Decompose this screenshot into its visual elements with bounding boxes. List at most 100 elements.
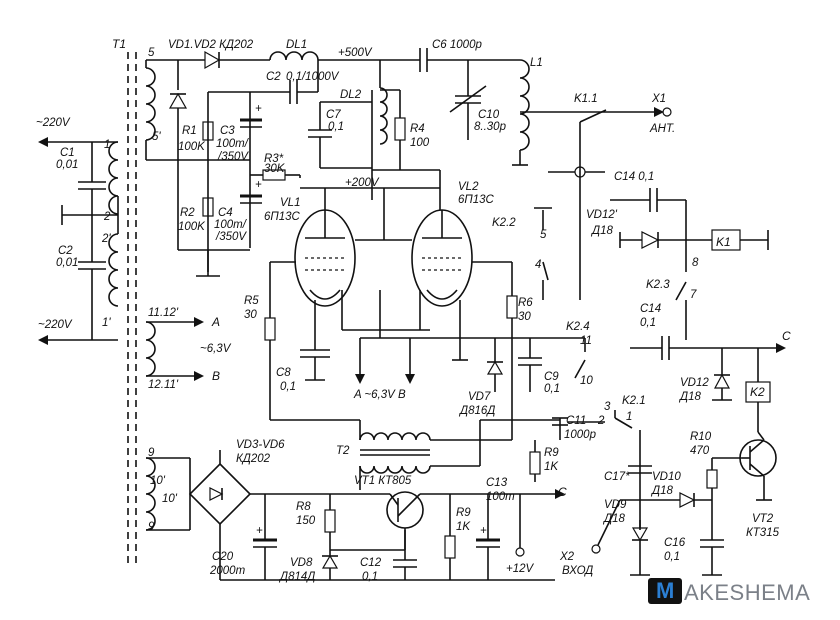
hv-supply: + + — [145, 48, 520, 277]
label-K1: K1 — [716, 235, 731, 249]
label-R3-val: 30K — [264, 163, 286, 175]
transformer-T1 — [108, 52, 156, 565]
label-n5: 5 — [540, 229, 547, 241]
labels: T1 ~220V ~220V C1 0,01 C2 0,01 1 2 2' 1'… — [36, 37, 791, 583]
label-B: B — [212, 369, 220, 383]
label-C2b-val: 0,1/1000V — [286, 71, 340, 83]
label-ANT: АНТ. — [649, 123, 675, 135]
relay-K2-2 — [534, 207, 552, 300]
relay-K1 — [610, 188, 769, 340]
label-C12: C12 — [360, 557, 382, 569]
antenna-switch — [548, 107, 672, 300]
label-C11: C11 — [566, 415, 586, 427]
svg-text:+: + — [480, 525, 487, 537]
svg-text:+: + — [256, 525, 263, 537]
watermark-logo-letter: M — [656, 578, 675, 603]
label-VD8-type: Д814Д — [278, 571, 315, 583]
label-C20: C20 — [212, 551, 234, 563]
label-pin10p: 10' — [150, 475, 166, 487]
label-R4: R4 — [410, 123, 425, 135]
label-C3-val2: /350V — [217, 151, 249, 163]
detector-section — [591, 431, 777, 576]
label-VL2: VL2 — [458, 181, 479, 193]
label-T2: T2 — [336, 445, 350, 457]
label-n10: 10 — [580, 375, 593, 387]
label-R8-val: 150 — [296, 515, 316, 527]
filament-output — [146, 317, 204, 381]
svg-text:+: + — [255, 179, 262, 191]
label-n4: 4 — [535, 259, 541, 271]
label-C9: C9 — [544, 371, 559, 383]
label-pin2: 2 — [103, 211, 111, 223]
label-R6: R6 — [518, 297, 533, 309]
label-R2: R2 — [180, 207, 195, 219]
label-R2-val: 100K — [178, 221, 206, 233]
label-C7-val: 0,1 — [328, 121, 344, 133]
label-C14a: C14 0,1 — [614, 171, 654, 183]
label-K2-1: K2.1 — [622, 395, 646, 407]
label-R9a: R9 — [544, 447, 559, 459]
label-R9b-val: 1K — [456, 521, 471, 533]
label-C3-val: 100m/ — [216, 138, 250, 150]
label-L1: L1 — [530, 57, 543, 69]
label-VD12a-type: Д18 — [590, 225, 613, 237]
label-C10: C10 — [478, 109, 500, 121]
label-n3: 3 — [604, 401, 611, 413]
label-K2-3: K2.3 — [646, 279, 670, 291]
label-mains-top: ~220V — [36, 117, 71, 129]
label-C1-val: 0,01 — [56, 159, 78, 171]
label-VD1-VD2: VD1.VD2 КД202 — [168, 39, 254, 51]
label-A: A — [211, 315, 220, 329]
label-R5: R5 — [244, 295, 259, 307]
label-plus12: +12V — [506, 563, 535, 575]
label-VD8: VD8 — [290, 557, 313, 569]
label-C1: C1 — [60, 147, 75, 159]
label-filament-AB: A ~6,3V B — [353, 389, 406, 401]
label-plus500: +500V — [338, 47, 373, 59]
label-n8: 8 — [692, 257, 699, 269]
label-pin1: 1 — [104, 139, 110, 151]
label-n11: 11 — [580, 335, 592, 347]
label-plus200: +200V — [345, 177, 380, 189]
label-VD10-type: Д18 — [650, 485, 673, 497]
label-mains-bottom: ~220V — [38, 319, 73, 331]
label-VD12b: VD12 — [680, 377, 709, 389]
label-R5-val: 30 — [244, 309, 257, 321]
label-R1: R1 — [182, 125, 197, 137]
tube-VL2 — [411, 209, 473, 307]
label-C13-val: 100m — [486, 491, 515, 503]
tube-VL1 — [294, 209, 356, 307]
label-VD9-type: Д18 — [602, 513, 625, 525]
label-X2: X2 — [559, 551, 575, 563]
label-VD10: VD10 — [652, 471, 681, 483]
label-C16: C16 — [664, 537, 686, 549]
watermark: M AKESHEMA — [648, 578, 810, 605]
label-pin12-11: 12.11' — [148, 379, 179, 391]
label-n7: 7 — [690, 289, 697, 301]
label-pin9b: 9 — [148, 521, 155, 533]
watermark-text: AKESHEMA — [684, 580, 810, 605]
label-R10: R10 — [690, 431, 712, 443]
label-C10-val: 8..30p — [474, 121, 507, 133]
label-pin9: 9 — [148, 447, 155, 459]
label-X1: X1 — [651, 93, 666, 105]
label-VD7-type: Д816Д — [458, 405, 495, 417]
label-VD3-VD6-type: КД202 — [236, 453, 271, 465]
label-K2-2: K2.2 — [492, 217, 516, 229]
anode-supply — [308, 60, 440, 200]
label-C13: C13 — [486, 477, 508, 489]
label-R9a-val: 1K — [544, 461, 559, 473]
label-VD9: VD9 — [604, 499, 627, 511]
label-filament-voltage: ~6,3V — [200, 343, 232, 355]
label-n1: 1 — [626, 411, 632, 423]
label-C-out1: C — [782, 329, 791, 343]
label-DL1: DL1 — [286, 39, 307, 51]
label-K2-4: K2.4 — [566, 321, 590, 333]
label-C2-val: 0,01 — [56, 257, 78, 269]
label-R3: R3* — [264, 153, 284, 165]
label-VD7: VD7 — [468, 391, 491, 403]
label-pin10: 10' — [162, 493, 178, 505]
label-C2b: C2 — [266, 71, 281, 83]
label-C6: C6 1000p — [432, 39, 482, 51]
